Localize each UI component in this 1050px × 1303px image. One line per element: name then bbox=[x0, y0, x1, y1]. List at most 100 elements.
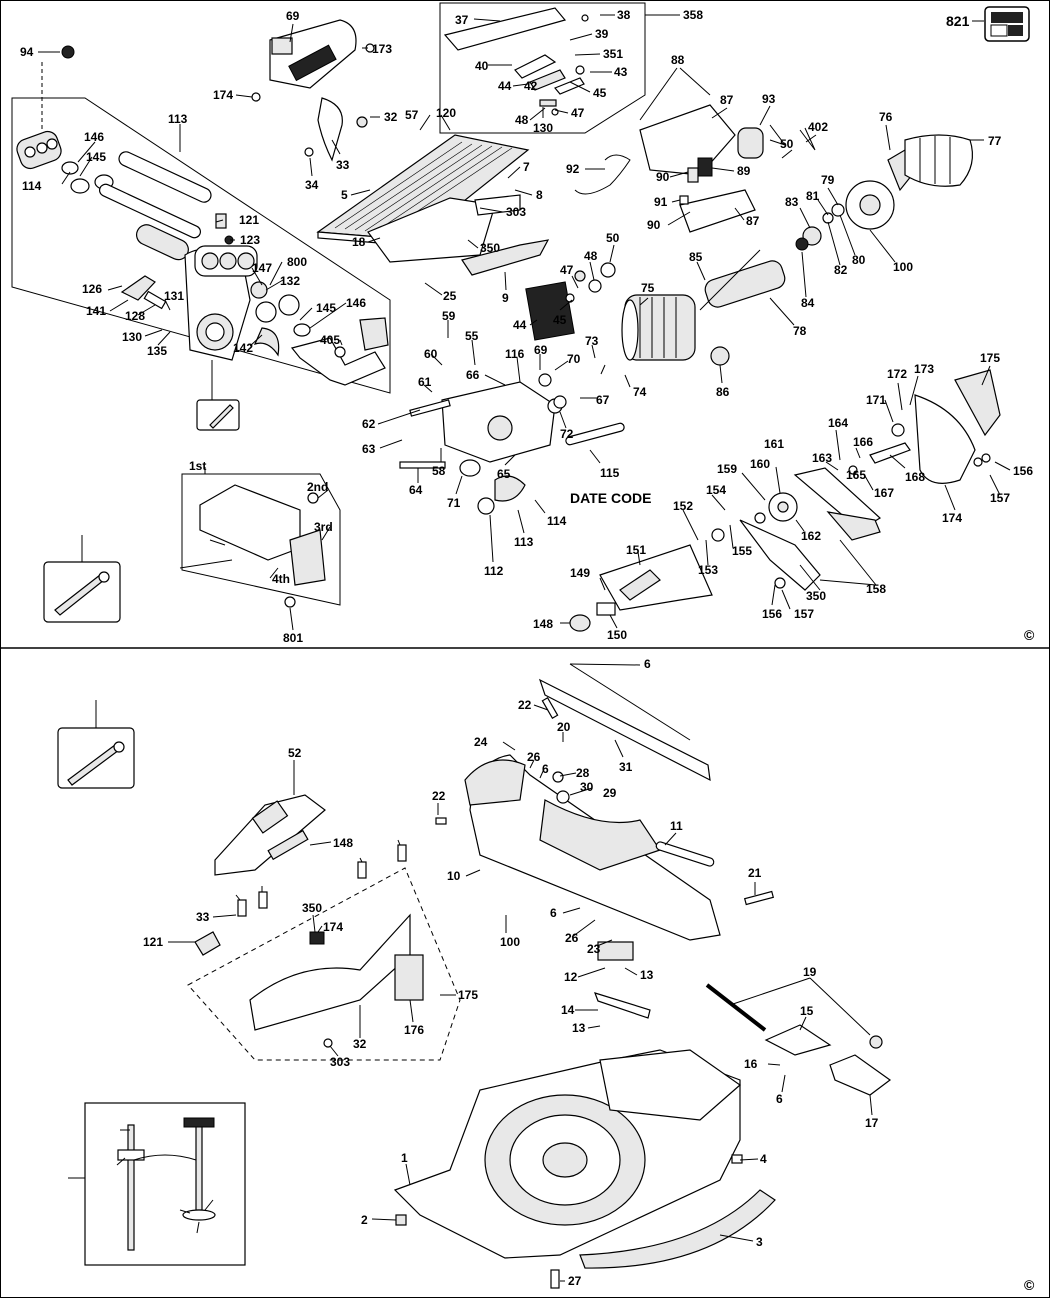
svg-text:161: 161 bbox=[764, 437, 784, 451]
svg-text:17: 17 bbox=[865, 1116, 879, 1130]
svg-text:85: 85 bbox=[689, 250, 703, 264]
svg-text:4: 4 bbox=[760, 1152, 767, 1166]
svg-text:121: 121 bbox=[143, 935, 163, 949]
svg-text:175: 175 bbox=[458, 988, 478, 1002]
svg-text:76: 76 bbox=[879, 110, 893, 124]
dust-bag-assembly bbox=[199, 484, 326, 608]
svg-text:156: 156 bbox=[1013, 464, 1033, 478]
svg-text:7: 7 bbox=[523, 160, 530, 174]
base-turntable bbox=[393, 1049, 776, 1289]
svg-text:121: 121 bbox=[239, 213, 259, 227]
svg-text:90: 90 bbox=[656, 170, 670, 184]
svg-text:155: 155 bbox=[732, 544, 752, 558]
svg-text:176: 176 bbox=[404, 1023, 424, 1037]
svg-text:28: 28 bbox=[576, 766, 590, 780]
svg-text:32: 32 bbox=[384, 110, 398, 124]
fence-32 bbox=[249, 913, 424, 1031]
svg-text:126: 126 bbox=[82, 282, 102, 296]
svg-text:145: 145 bbox=[86, 150, 106, 164]
svg-text:45: 45 bbox=[593, 86, 607, 100]
svg-text:93: 93 bbox=[762, 92, 776, 106]
svg-text:303: 303 bbox=[506, 205, 526, 219]
svg-text:150: 150 bbox=[607, 628, 627, 642]
svg-text:82: 82 bbox=[834, 263, 848, 277]
svg-text:69: 69 bbox=[286, 9, 300, 23]
svg-text:114: 114 bbox=[547, 514, 567, 528]
svg-text:88: 88 bbox=[671, 53, 685, 67]
svg-text:57: 57 bbox=[405, 108, 419, 122]
svg-text:100: 100 bbox=[500, 935, 520, 949]
svg-text:146: 146 bbox=[346, 296, 366, 310]
svg-text:31: 31 bbox=[619, 760, 633, 774]
svg-text:43: 43 bbox=[614, 65, 628, 79]
date-code-label: DATE CODE bbox=[570, 490, 651, 506]
svg-text:4th: 4th bbox=[272, 572, 290, 586]
svg-text:113: 113 bbox=[514, 535, 534, 549]
svg-text:44: 44 bbox=[513, 318, 527, 332]
svg-text:152: 152 bbox=[673, 499, 693, 513]
svg-text:71: 71 bbox=[447, 496, 461, 510]
svg-text:42: 42 bbox=[524, 79, 538, 93]
svg-text:13: 13 bbox=[572, 1021, 586, 1035]
svg-text:38: 38 bbox=[617, 8, 631, 22]
motor-housing-assembly bbox=[399, 249, 786, 515]
item-box-801 bbox=[196, 399, 240, 431]
svg-text:157: 157 bbox=[990, 491, 1010, 505]
svg-text:62: 62 bbox=[362, 417, 376, 431]
svg-text:130: 130 bbox=[533, 121, 553, 135]
lower-guard-right bbox=[711, 369, 1001, 591]
svg-text:48: 48 bbox=[515, 113, 529, 127]
leader-lines bbox=[38, 14, 1011, 1282]
svg-text:350: 350 bbox=[480, 241, 500, 255]
svg-text:55: 55 bbox=[465, 329, 479, 343]
svg-text:114: 114 bbox=[22, 179, 42, 193]
svg-text:123: 123 bbox=[240, 233, 260, 247]
svg-text:154: 154 bbox=[706, 483, 726, 497]
svg-text:65: 65 bbox=[497, 467, 511, 481]
table-plate bbox=[316, 134, 550, 276]
svg-text:147: 147 bbox=[252, 261, 272, 275]
svg-text:83: 83 bbox=[785, 195, 799, 209]
svg-text:115: 115 bbox=[600, 466, 620, 480]
svg-text:120: 120 bbox=[436, 106, 456, 120]
svg-text:175: 175 bbox=[980, 351, 1000, 365]
svg-text:90: 90 bbox=[647, 218, 661, 232]
svg-text:34: 34 bbox=[305, 178, 319, 192]
svg-text:10: 10 bbox=[447, 869, 461, 883]
svg-text:70: 70 bbox=[567, 352, 581, 366]
svg-text:84: 84 bbox=[801, 296, 815, 310]
svg-text:30: 30 bbox=[580, 780, 594, 794]
svg-text:66: 66 bbox=[466, 368, 480, 382]
svg-text:48: 48 bbox=[584, 249, 598, 263]
svg-text:50: 50 bbox=[780, 137, 794, 151]
svg-text:350: 350 bbox=[302, 901, 322, 915]
clamp-box-400 bbox=[84, 1102, 246, 1266]
svg-text:156: 156 bbox=[762, 607, 782, 621]
svg-text:26: 26 bbox=[527, 750, 541, 764]
svg-text:64: 64 bbox=[409, 483, 423, 497]
svg-text:37: 37 bbox=[455, 13, 469, 27]
svg-text:18: 18 bbox=[352, 235, 366, 249]
svg-text:45: 45 bbox=[553, 313, 567, 327]
svg-text:79: 79 bbox=[821, 173, 835, 187]
svg-text:160: 160 bbox=[750, 457, 770, 471]
diagram-id: 821 bbox=[946, 13, 970, 29]
svg-text:164: 164 bbox=[828, 416, 848, 430]
svg-text:94: 94 bbox=[20, 45, 34, 59]
svg-text:69: 69 bbox=[534, 343, 548, 357]
svg-text:2nd: 2nd bbox=[307, 480, 328, 494]
fence-57 bbox=[214, 794, 326, 876]
svg-text:73: 73 bbox=[585, 334, 599, 348]
svg-text:75: 75 bbox=[641, 281, 655, 295]
svg-text:350: 350 bbox=[806, 589, 826, 603]
svg-text:77: 77 bbox=[988, 134, 1002, 148]
svg-text:44: 44 bbox=[498, 79, 512, 93]
callout-labels: 94 69 173 174 32 57 120 33 34 5 7 8 303 … bbox=[20, 8, 1035, 1293]
svg-text:2: 2 bbox=[361, 1213, 368, 1227]
wrench-icon bbox=[54, 404, 234, 616]
upper-arm bbox=[464, 678, 775, 961]
svg-text:59: 59 bbox=[442, 309, 456, 323]
svg-text:24: 24 bbox=[474, 735, 488, 749]
svg-text:20: 20 bbox=[557, 720, 571, 734]
svg-text:174: 174 bbox=[323, 920, 343, 934]
